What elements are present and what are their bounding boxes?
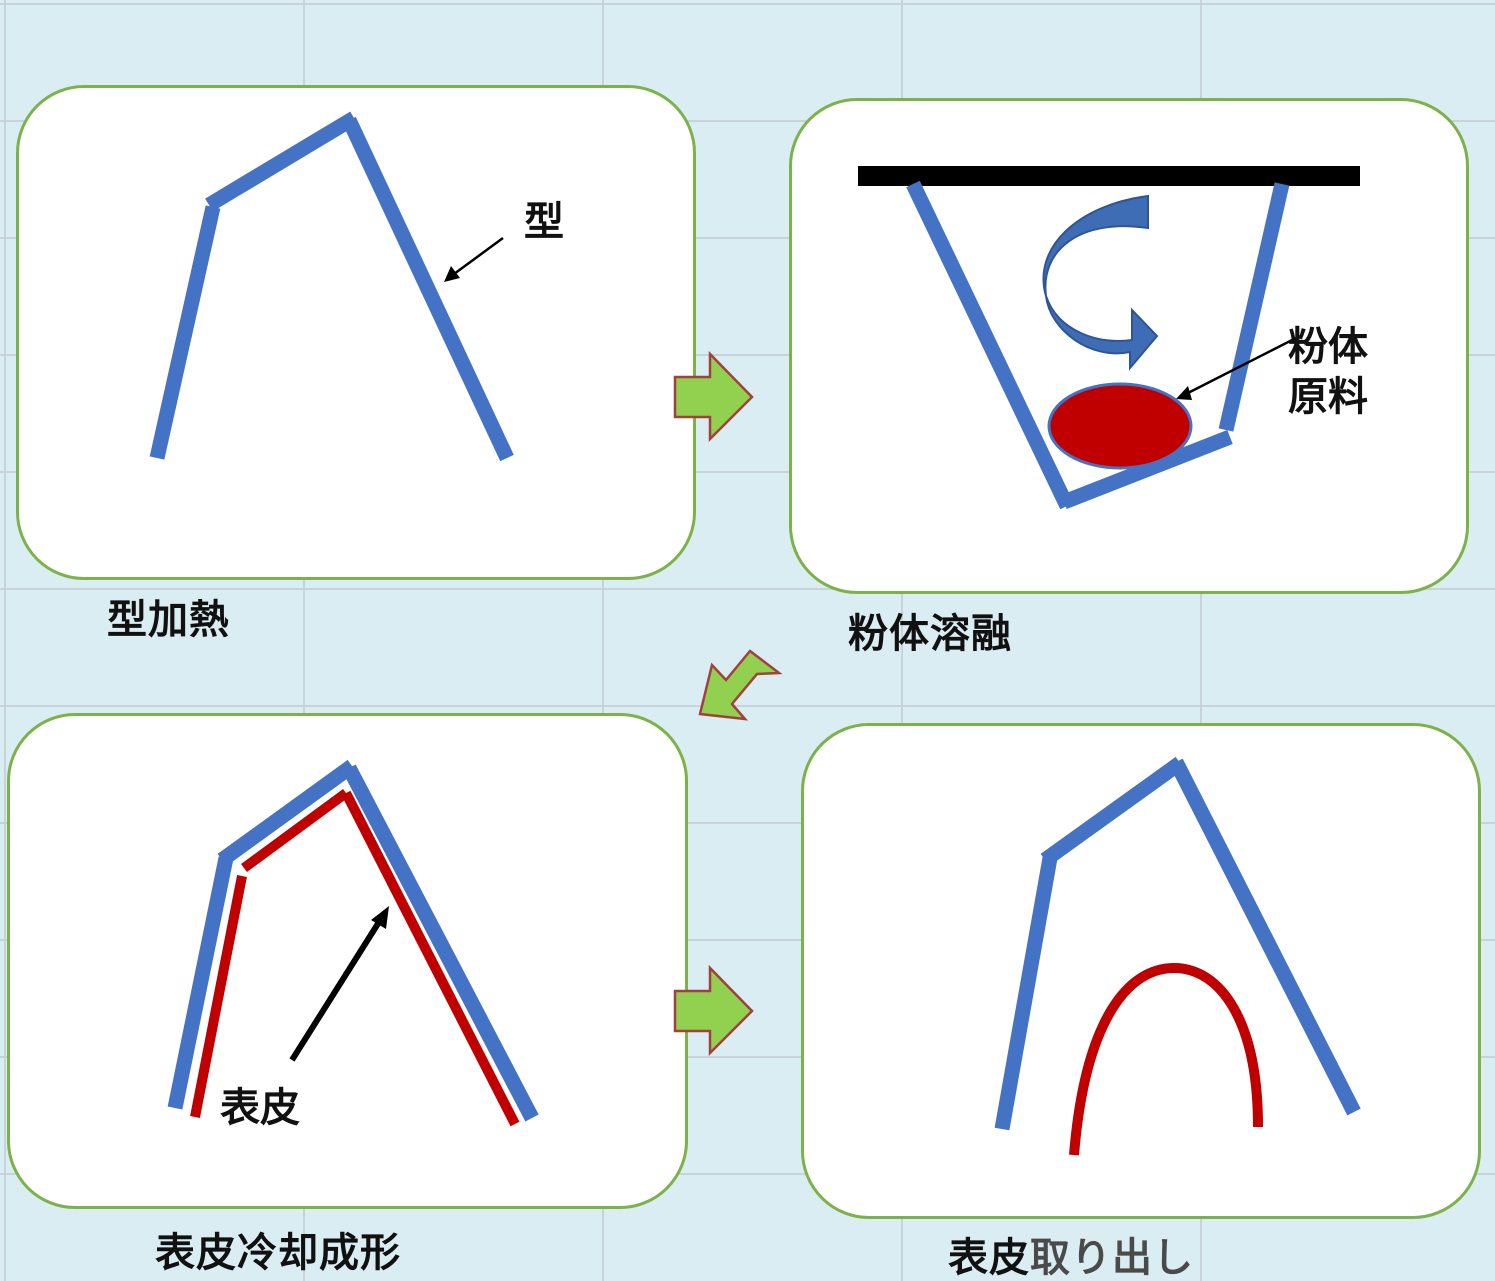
pointer-arrow-icon (1176, 334, 1301, 400)
top-bar (858, 166, 1360, 186)
step-label-mold-heating: 型加熱 (107, 597, 230, 643)
flow-arrow-right (673, 964, 754, 1057)
pointer-arrow-icon (289, 906, 389, 1062)
powder-annotation: 粉体 原料 (1288, 322, 1368, 422)
removed-skin (1069, 962, 1263, 1156)
flow-arrow-right (673, 350, 754, 443)
panel-skin-removal (801, 723, 1481, 1219)
skin-layer (190, 788, 520, 1127)
powder-annotation-line2: 原料 (1288, 374, 1368, 420)
mold-shape-removal (994, 756, 1361, 1131)
skin-annotation: 表皮 (220, 1085, 300, 1131)
pointer-arrow-icon (444, 236, 504, 282)
mold-shape-heating (149, 111, 514, 462)
step-label-skin-cooling: 表皮冷却成形 (155, 1230, 401, 1276)
rotation-arrow-icon (1042, 194, 1159, 371)
powder-annotation-line1: 粉体 (1288, 324, 1368, 370)
powder-material (1047, 382, 1193, 470)
step-label-skin-removal-part2: 取り出し (1030, 1235, 1194, 1281)
mold-annotation: 型 (524, 199, 564, 245)
step-label-skin-removal-part1: 表皮 (948, 1235, 1030, 1281)
step-label-powder-melting: 粉体溶融 (848, 611, 1012, 657)
mold-shape-inverted (906, 180, 1290, 510)
panel-mold-heating (16, 85, 696, 580)
mold-shape-cooling (167, 759, 539, 1122)
step-label-skin-removal: 表皮取り出し (948, 1238, 1194, 1278)
flow-arrow-down-left (698, 649, 783, 721)
